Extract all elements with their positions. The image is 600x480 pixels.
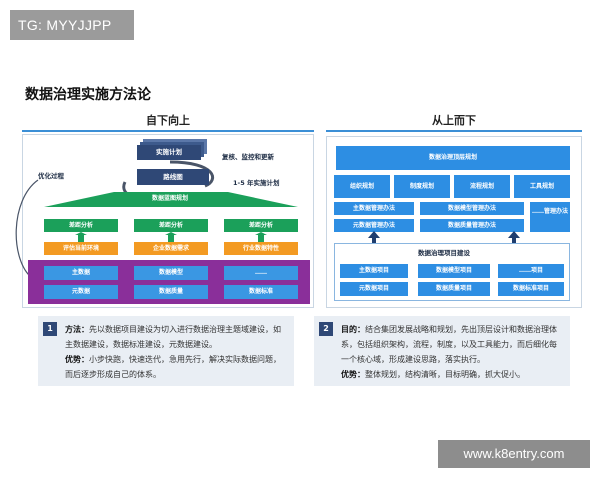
mgmt-metadata: 元数据管理办法 bbox=[334, 219, 414, 232]
method-label: 方法： bbox=[65, 325, 89, 334]
repeat-label: 复核、监控和更新 bbox=[222, 153, 274, 161]
roadmap-box: 路线图 bbox=[137, 169, 209, 185]
proj-data-quality: 数据质量项目 bbox=[418, 282, 490, 296]
mgmt-data-quality: 数据质量管理办法 bbox=[420, 219, 524, 232]
assess-enterprise: 企业数据需求 bbox=[134, 242, 208, 255]
plan-box: 实施计划 bbox=[137, 145, 201, 160]
optimize-label: 优化过程 bbox=[38, 172, 64, 180]
gap-arrows bbox=[75, 232, 267, 242]
up-arrow-left bbox=[368, 231, 380, 238]
assess-current: 评估当前环境 bbox=[44, 242, 118, 255]
optimize-arc bbox=[15, 179, 39, 279]
up-arrow-right-stem bbox=[512, 238, 516, 243]
tool-plan: 工具规划 bbox=[514, 175, 570, 198]
base-data-standard: 数据标准 bbox=[224, 285, 298, 299]
process-plan: 流程规划 bbox=[454, 175, 510, 198]
gap-analysis-3: 差距分析 bbox=[224, 219, 298, 232]
timeline-label: 1-5 年实施计划 bbox=[233, 179, 280, 187]
org-plan: 组织规划 bbox=[334, 175, 390, 198]
proj-more: ……项目 bbox=[498, 264, 564, 278]
advantage-text-1: 小步快跑，快速迭代，急用先行，解决实际数据问题，而后逐步形成自己的体系。 bbox=[65, 355, 281, 379]
left-column-header: 自下向上 bbox=[22, 113, 314, 132]
base-data-quality: 数据质量 bbox=[134, 285, 208, 299]
goal-text: 结合集团发展战略和规划，先出顶层设计和数据治理体系，包括组织架构，流程，制度，以… bbox=[341, 325, 557, 364]
note-number-2: 2 bbox=[319, 322, 333, 336]
advantage-label-2: 优势： bbox=[341, 370, 365, 379]
base-metadata: 元数据 bbox=[44, 285, 118, 299]
project-title: 数据治理项目建设 bbox=[418, 249, 470, 257]
blueprint-label: 数据蓝图规划 bbox=[110, 194, 230, 204]
gap-analysis-2: 差距分析 bbox=[134, 219, 208, 232]
mgmt-data-model: 数据模型管理办法 bbox=[420, 202, 524, 215]
mgmt-master-data: 主数据管理办法 bbox=[334, 202, 414, 215]
advantage-text-2: 整体规划，结构清晰，目标明确，抓大促小。 bbox=[365, 370, 525, 379]
proj-data-standard: 数据标准项目 bbox=[498, 282, 564, 296]
proj-data-model: 数据模型项目 bbox=[418, 264, 490, 278]
proj-master-data: 主数据项目 bbox=[340, 264, 408, 278]
gap-analysis-1: 差距分析 bbox=[44, 219, 118, 232]
top-level-plan: 数据治理顶层规划 bbox=[336, 146, 570, 170]
advantage-label-1: 优势： bbox=[65, 355, 89, 364]
right-column-header: 从上而下 bbox=[326, 113, 582, 132]
base-master-data: 主数据 bbox=[44, 266, 118, 280]
assess-industry: 行业数据特性 bbox=[224, 242, 298, 255]
base-more: …… bbox=[224, 266, 298, 280]
goal-label: 目的： bbox=[341, 325, 365, 334]
mgmt-more: ……管理办法 bbox=[530, 202, 570, 232]
base-data-model: 数据模型 bbox=[134, 266, 208, 280]
note-top-down: 2 目的：结合集团发展战略和规划，先出顶层设计和数据治理体系，包括组织架构，流程… bbox=[314, 316, 570, 386]
telegram-watermark: TG: MYYJJPP bbox=[10, 10, 134, 40]
site-watermark: www.k8entry.com bbox=[438, 440, 590, 468]
proj-metadata: 元数据项目 bbox=[340, 282, 408, 296]
page-title: 数据治理实施方法论 bbox=[25, 87, 151, 103]
policy-plan: 制度规划 bbox=[394, 175, 450, 198]
up-arrow-right bbox=[508, 231, 520, 238]
note-number-1: 1 bbox=[43, 322, 57, 336]
up-arrow-left-stem bbox=[372, 238, 376, 243]
note-bottom-up: 1 方法：先以数据项目建设为切入进行数据治理主题域建设，如主数据建设，数据标准建… bbox=[38, 316, 294, 386]
method-text: 先以数据项目建设为切入进行数据治理主题域建设，如主数据建设，数据标准建设，元数据… bbox=[65, 325, 281, 349]
